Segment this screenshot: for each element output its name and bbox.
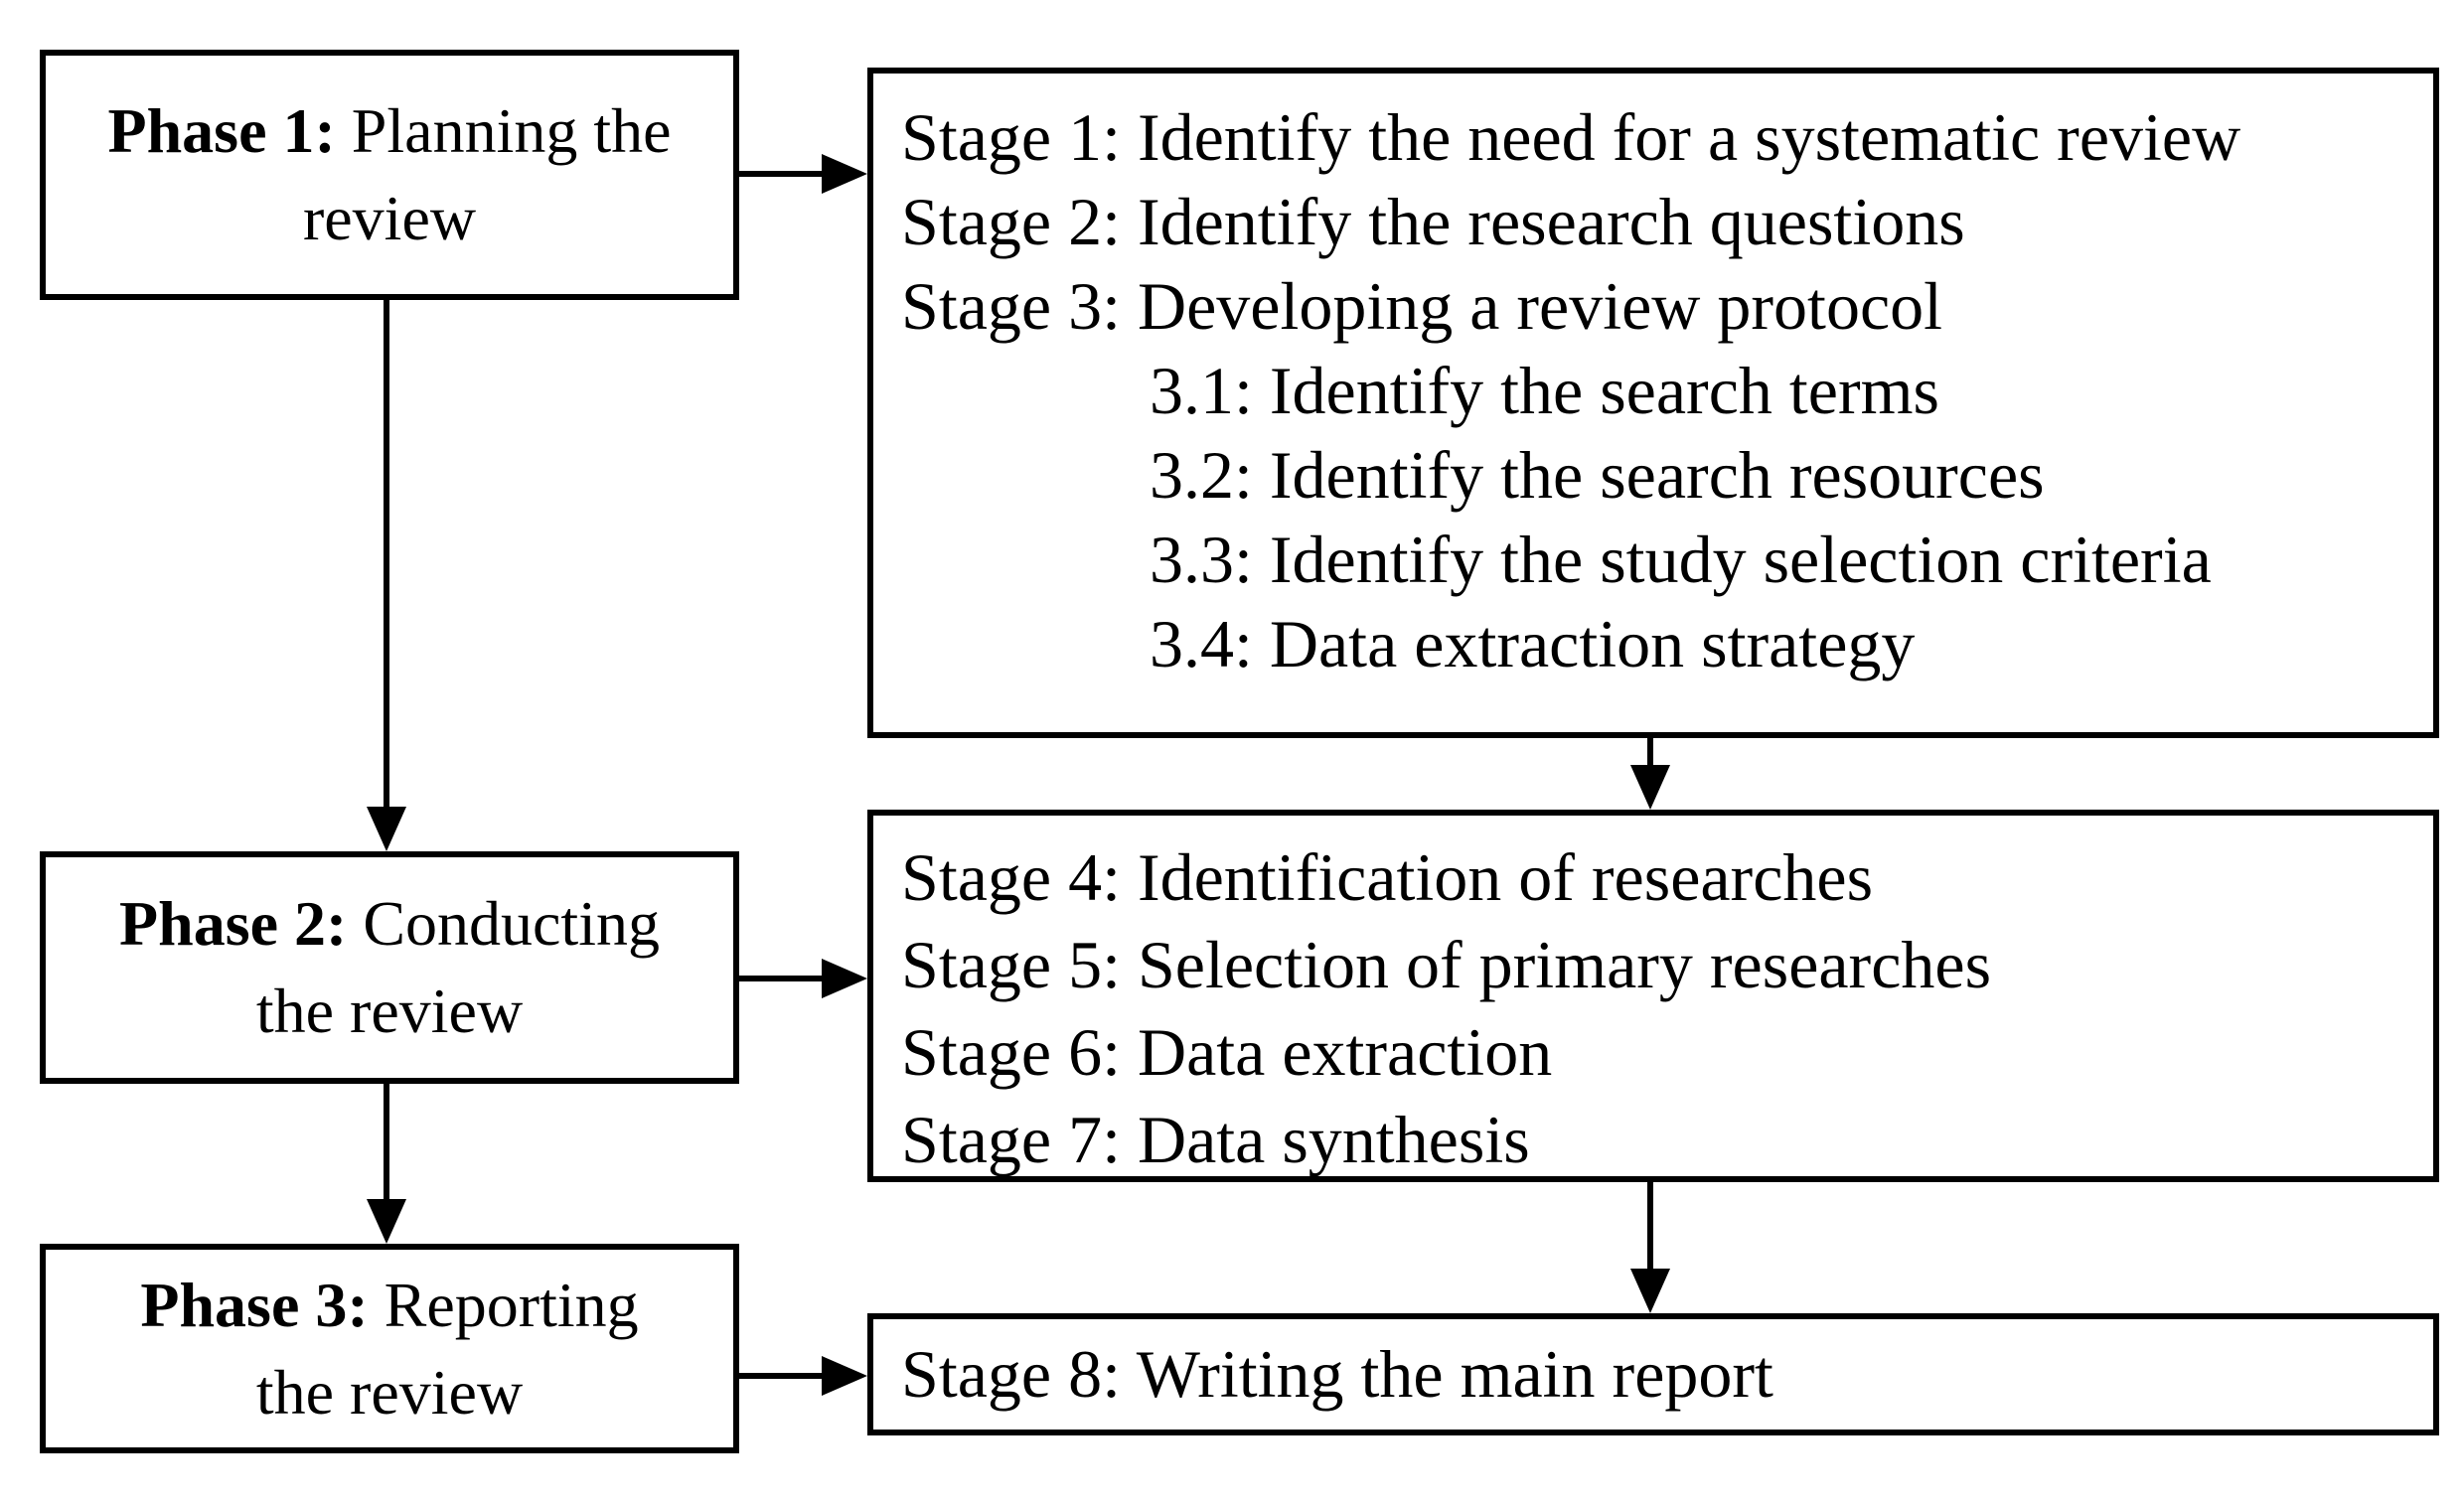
- stages-4-7-box: Stage 4: Identification of researches St…: [867, 810, 2439, 1182]
- arrow-phase2-to-phase3-shaft: [384, 1084, 389, 1199]
- phase-3-line2: the review: [255, 1356, 524, 1428]
- arrow-phase3-to-stage8-shaft: [739, 1373, 826, 1379]
- arrow-phase2-to-stages-head-icon: [822, 959, 867, 998]
- arrow-phase2-to-stages-shaft: [739, 976, 826, 981]
- arrow-stages47-to-stage8-head-icon: [1630, 1269, 1670, 1313]
- arrow-phase1-to-phase2-shaft: [384, 300, 389, 807]
- phase-2-box: Phase 2: Conducting the review: [40, 851, 739, 1084]
- stage-8-line: Stage 8: Writing the main report: [901, 1336, 1773, 1412]
- arrow-phase3-to-stage8-head-icon: [822, 1356, 867, 1396]
- stage-5-line: Stage 5: Selection of primary researches: [901, 927, 1992, 1002]
- substage-3-4-line: 3.4: Data extraction strategy: [1150, 606, 1916, 681]
- arrow-stages47-to-stage8-shaft: [1647, 1180, 1653, 1270]
- stage-1-line: Stage 1: Identify the need for a systema…: [901, 99, 2241, 175]
- stages-1-3-box: Stage 1: Identify the need for a systema…: [867, 68, 2439, 738]
- phase-1-box: Phase 1: Planning the review: [40, 50, 739, 300]
- stage-6-line: Stage 6: Data extraction: [901, 1014, 1553, 1090]
- arrow-stages13-to-stages47-shaft: [1647, 738, 1653, 766]
- arrow-stages13-to-stages47-head-icon: [1630, 765, 1670, 810]
- phase-2-line2: the review: [255, 976, 524, 1046]
- phase-3-label-bold: Phase 3:: [140, 1269, 369, 1340]
- stage-2-line: Stage 2: Identify the research questions: [901, 184, 1965, 259]
- stage-7-line: Stage 7: Data synthesis: [901, 1102, 1530, 1177]
- phase-3-label-rest: Reporting: [368, 1269, 639, 1340]
- phase-1-line2: review: [302, 183, 477, 253]
- phase-3-box: Phase 3: Reporting the review: [40, 1244, 739, 1453]
- arrow-phase1-to-stages-head-icon: [822, 154, 867, 194]
- phase-2-label-rest: Conducting: [347, 888, 660, 959]
- phase-1-label-bold: Phase 1:: [107, 95, 336, 166]
- phase-3-line1: Phase 3: Reporting: [140, 1262, 638, 1349]
- phase-2-line1: Phase 2: Conducting: [119, 880, 660, 968]
- substage-3-2-line: 3.2: Identify the search resources: [1150, 437, 2045, 513]
- substage-3-1-line: 3.1: Identify the search terms: [1150, 353, 1939, 428]
- stage-3-line: Stage 3: Developing a review protocol: [901, 268, 1943, 344]
- arrow-phase1-to-phase2-head-icon: [367, 807, 406, 851]
- substage-3-3-line: 3.3: Identify the study selection criter…: [1150, 522, 2212, 597]
- arrow-phase1-to-stages-shaft: [739, 171, 826, 177]
- stage-8-box: Stage 8: Writing the main report: [867, 1313, 2439, 1435]
- phase-2-label-bold: Phase 2:: [119, 888, 348, 959]
- stage-4-line: Stage 4: Identification of researches: [901, 839, 1874, 915]
- phase-1-label-rest: Planning the: [335, 95, 672, 166]
- arrow-phase2-to-phase3-head-icon: [367, 1199, 406, 1244]
- phase-1-line1: Phase 1: Planning the: [107, 87, 671, 175]
